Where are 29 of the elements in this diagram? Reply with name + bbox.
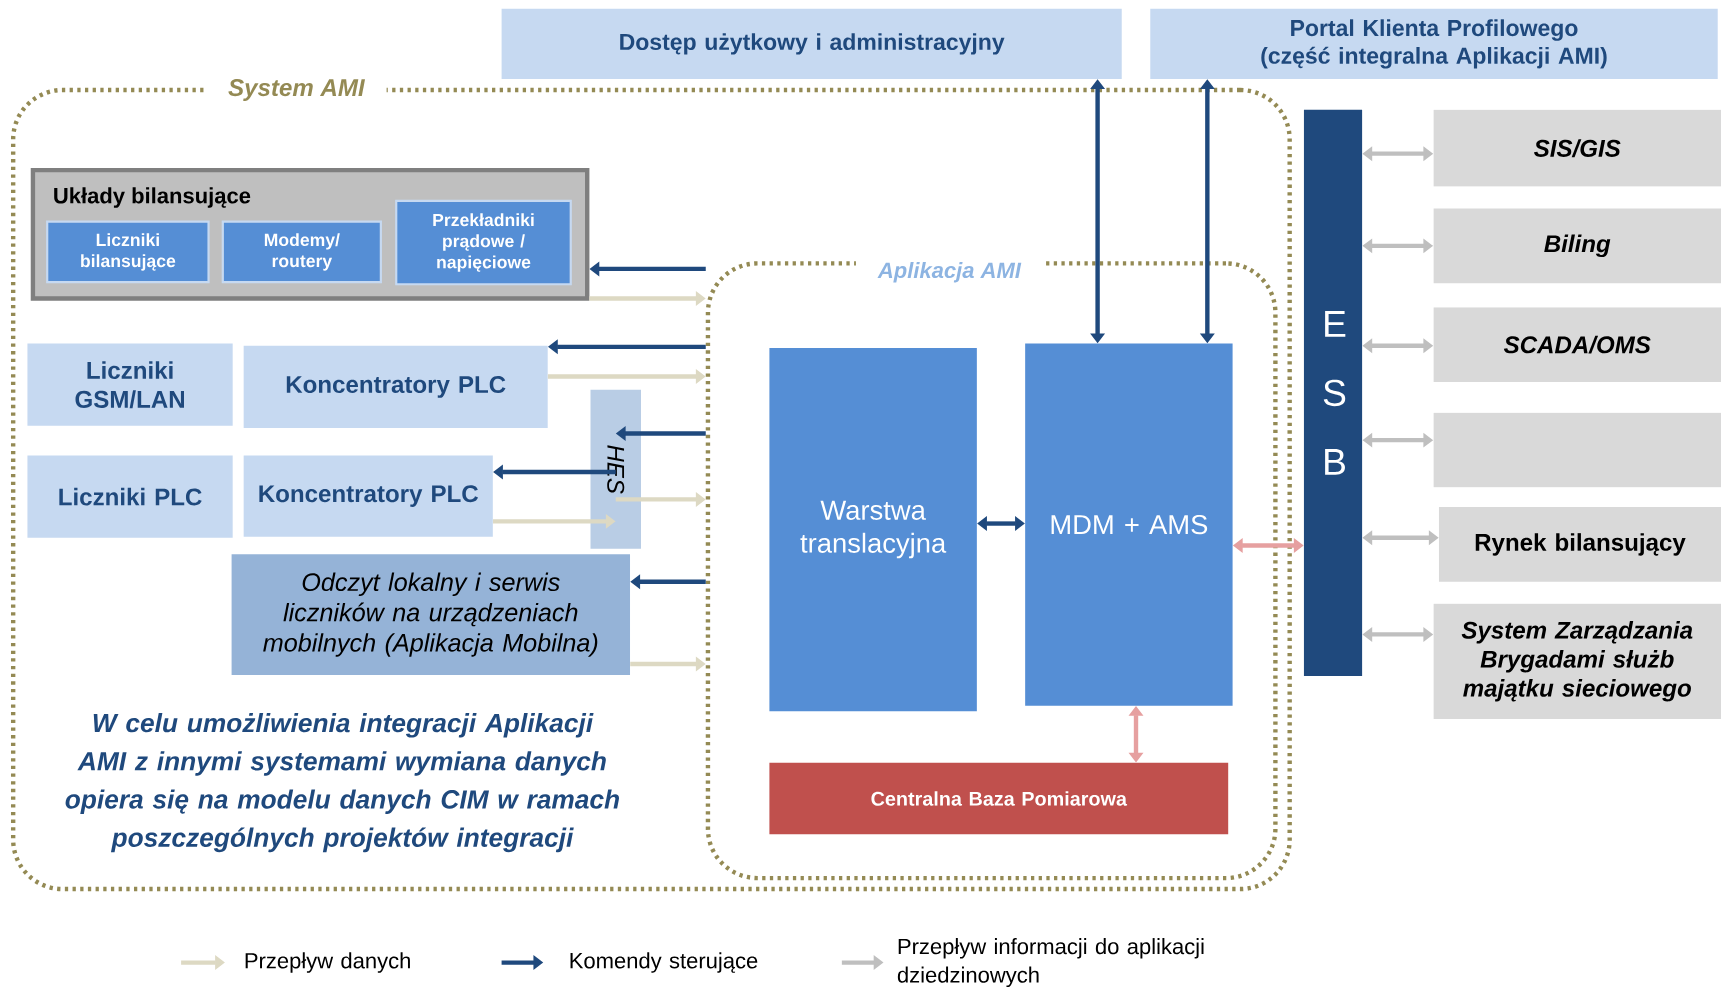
- boundary-label: System AMI: [206, 78, 387, 102]
- group-title: Układy bilansujące: [54, 187, 251, 208]
- boundary-label: Aplikacja AMI: [855, 260, 1043, 284]
- device-box: Przekładniki prądowe / napięciowe: [395, 199, 572, 286]
- concentrator-box: Koncentratory PLC: [243, 345, 548, 429]
- note-text: W celu umożliwienia integracji Aplikacji AMI z innymi systemami wymiana danych opiera się na modelu danych CIM w ramach poszczególnych projektów integracji: [65, 713, 619, 853]
- device-box: Liczniki bilansujące: [46, 220, 210, 284]
- system-box: Biling: [1433, 208, 1721, 284]
- translation-layer-box: Warstwa translacyjna: [769, 347, 977, 712]
- concentrator-box: Koncentratory PLC: [243, 455, 493, 537]
- portal-box: Portal Klienta Profilowego (część integralna Aplikacji AMI): [1150, 8, 1718, 79]
- arrow: [977, 516, 1025, 532]
- device-box: Modemy/ routery: [221, 220, 382, 284]
- meter-box: Liczniki PLC: [27, 455, 233, 538]
- system-box: [1433, 412, 1721, 488]
- legend-label: Komendy sterujące: [570, 952, 758, 973]
- legend-label: Przepływ informacji do aplikacji dziedzinowych: [897, 938, 1204, 988]
- legend-label: Przepływ danych: [245, 952, 410, 973]
- bus-bar: E S B: [1303, 109, 1363, 677]
- system-box: SIS/GIS: [1433, 109, 1721, 187]
- system-box: System Zarządzania Brygadami służb majątku sieciowego: [1433, 603, 1721, 719]
- meter-box: Liczniki GSM/LAN: [27, 343, 233, 426]
- database-box: Centralna Baza Pomiarowa: [769, 762, 1229, 835]
- system-box: SCADA/OMS: [1433, 307, 1721, 382]
- mdm-box: MDM + AMS: [1025, 343, 1233, 706]
- access-box: Dostęp użytkowy i administracyjny: [501, 8, 1122, 79]
- mobile-reading-box: Odczyt lokalny i serwis liczników na urządzeniach mobilnych (Aplikacja Mobilna): [231, 554, 630, 675]
- hes-box: HES: [590, 389, 641, 549]
- system-box: Rynek bilansujący: [1438, 507, 1721, 582]
